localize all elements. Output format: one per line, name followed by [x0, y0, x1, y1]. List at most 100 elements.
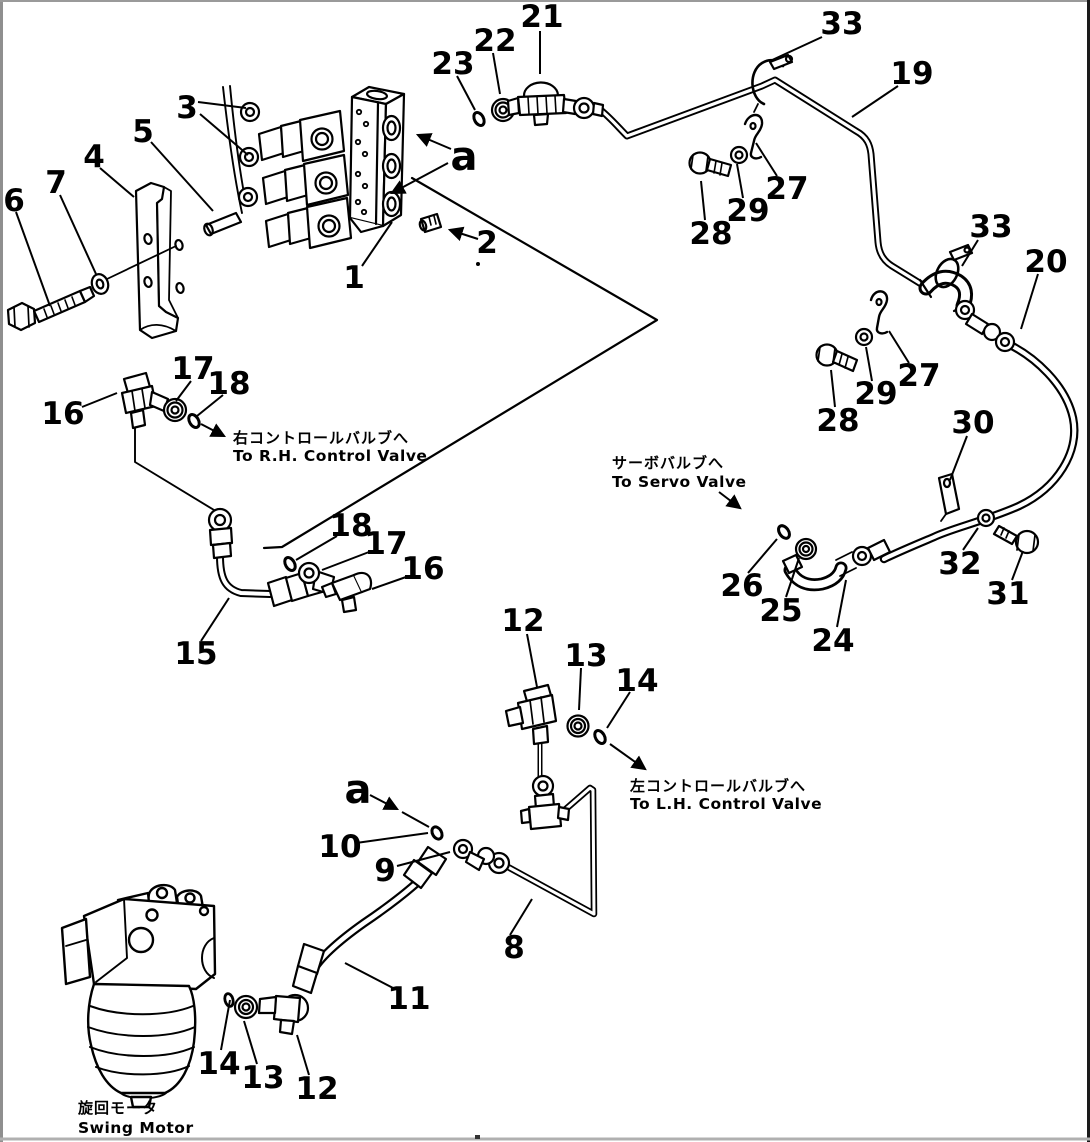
port-connection-line — [134, 176, 659, 550]
nut-17-left — [162, 397, 188, 423]
callout-28-17: 28 — [816, 369, 860, 439]
oring-18-left — [187, 413, 201, 429]
part-number-33: 33 — [969, 209, 1012, 245]
part-number-10: 10 — [318, 829, 361, 865]
part-number-3: 3 — [176, 90, 198, 126]
port-letter-0: a — [390, 133, 478, 195]
callout-5-1: 5 — [132, 114, 214, 212]
callout-29-13: 29 — [726, 163, 770, 229]
callout-13-41: 13 — [241, 1020, 285, 1096]
oring-14-top — [593, 729, 607, 745]
callout-4-2: 4 — [83, 139, 135, 198]
part-number-20: 20 — [1024, 244, 1067, 280]
part-number-8: 8 — [503, 930, 525, 966]
part-number-11: 11 — [387, 981, 430, 1017]
elbow-12-bottom — [257, 993, 310, 1036]
valve-block — [348, 85, 406, 234]
part-number-28: 28 — [816, 403, 859, 439]
callout-24-23: 24 — [811, 579, 855, 659]
hose-15 — [216, 552, 274, 598]
nut-25 — [794, 537, 818, 561]
part-number-15: 15 — [174, 636, 217, 672]
washer-7 — [90, 245, 177, 295]
to-servo-valve-jp: サーボバルブへ — [612, 454, 724, 472]
callout-31-25: 31 — [986, 550, 1030, 612]
washer-32 — [976, 508, 996, 528]
part-number-1: 1 — [343, 260, 365, 296]
callout-18-28: 18 — [196, 366, 251, 417]
pin-5 — [203, 211, 243, 237]
part-number-14: 14 — [615, 663, 658, 699]
callout-30-20: 30 — [949, 405, 995, 481]
callout-3-0: 3 — [176, 90, 249, 156]
part-number-7: 7 — [45, 165, 67, 201]
solenoid-valves — [222, 85, 353, 250]
plug-2 — [418, 212, 443, 234]
bracket-30 — [937, 472, 961, 522]
pipe-8 — [504, 784, 598, 918]
part-number-13: 13 — [564, 638, 607, 674]
nut-17-mid — [297, 561, 321, 585]
part-number-17: 17 — [171, 351, 214, 387]
valve-block-ports — [381, 114, 402, 218]
hose15-fittings — [207, 507, 336, 608]
part-number-19: 19 — [890, 56, 933, 92]
hose11-fittings — [291, 845, 448, 995]
callout-8-38: 8 — [503, 898, 533, 966]
callout-16-31: 16 — [371, 551, 445, 590]
to-rh-control-valve-en: To R.H. Control Valve — [233, 447, 427, 465]
part-number-12: 12 — [501, 603, 544, 639]
swing-motor-jp: 旋回モータ — [77, 1099, 158, 1117]
to-rh-control-valve-jp: 右コントロールバルブへ — [233, 429, 409, 447]
washer-29-upper — [729, 145, 749, 165]
callout-11-39: 11 — [344, 962, 431, 1017]
oring-10 — [430, 825, 444, 841]
elbow-16-mid — [320, 571, 373, 614]
callout-7-3: 7 — [45, 165, 97, 275]
callout-29-18: 29 — [854, 346, 898, 412]
part-number-29: 29 — [854, 376, 897, 412]
part-number-29: 29 — [726, 193, 769, 229]
callout-12-33: 12 — [501, 603, 545, 688]
oring-18-mid — [283, 556, 297, 572]
clip-27-lower — [869, 290, 889, 335]
part-number-18: 18 — [207, 366, 250, 402]
part-number-23: 23 — [431, 46, 474, 82]
solenoid-unit — [264, 196, 353, 250]
callout-10-36: 10 — [318, 829, 429, 865]
union-fittings-20 — [954, 299, 1016, 353]
connector-9 — [452, 838, 486, 872]
callout-1-5: 1 — [343, 221, 393, 296]
part-number-12: 12 — [295, 1071, 338, 1107]
part-number-30: 30 — [951, 405, 994, 441]
port-letter-label: a — [345, 767, 372, 813]
part-number-27: 27 — [765, 171, 808, 207]
solenoid-unit — [261, 153, 350, 207]
pipe8-tee-stack — [519, 774, 571, 831]
part-number-31: 31 — [986, 576, 1029, 612]
washer-29-lower — [854, 327, 874, 347]
part-number-21: 21 — [520, 0, 563, 35]
bolt-28-upper — [688, 151, 733, 178]
part-number-18: 18 — [329, 508, 372, 544]
callout-2-6: 2 — [447, 225, 498, 261]
callout-23-7: 23 — [431, 46, 476, 111]
part-number-24: 24 — [811, 623, 854, 659]
part-number-9: 9 — [374, 853, 396, 889]
callout-32-24: 32 — [938, 527, 982, 582]
hose-20 — [879, 336, 1079, 564]
part-number-13: 13 — [241, 1060, 284, 1096]
callout-17-27: 17 — [171, 351, 215, 402]
part-number-16: 16 — [401, 551, 444, 587]
port-letter-1: a — [345, 767, 430, 828]
part-number-14: 14 — [197, 1046, 240, 1082]
mounting-plate-4 — [134, 181, 185, 340]
callout-33-15: 33 — [961, 209, 1013, 267]
